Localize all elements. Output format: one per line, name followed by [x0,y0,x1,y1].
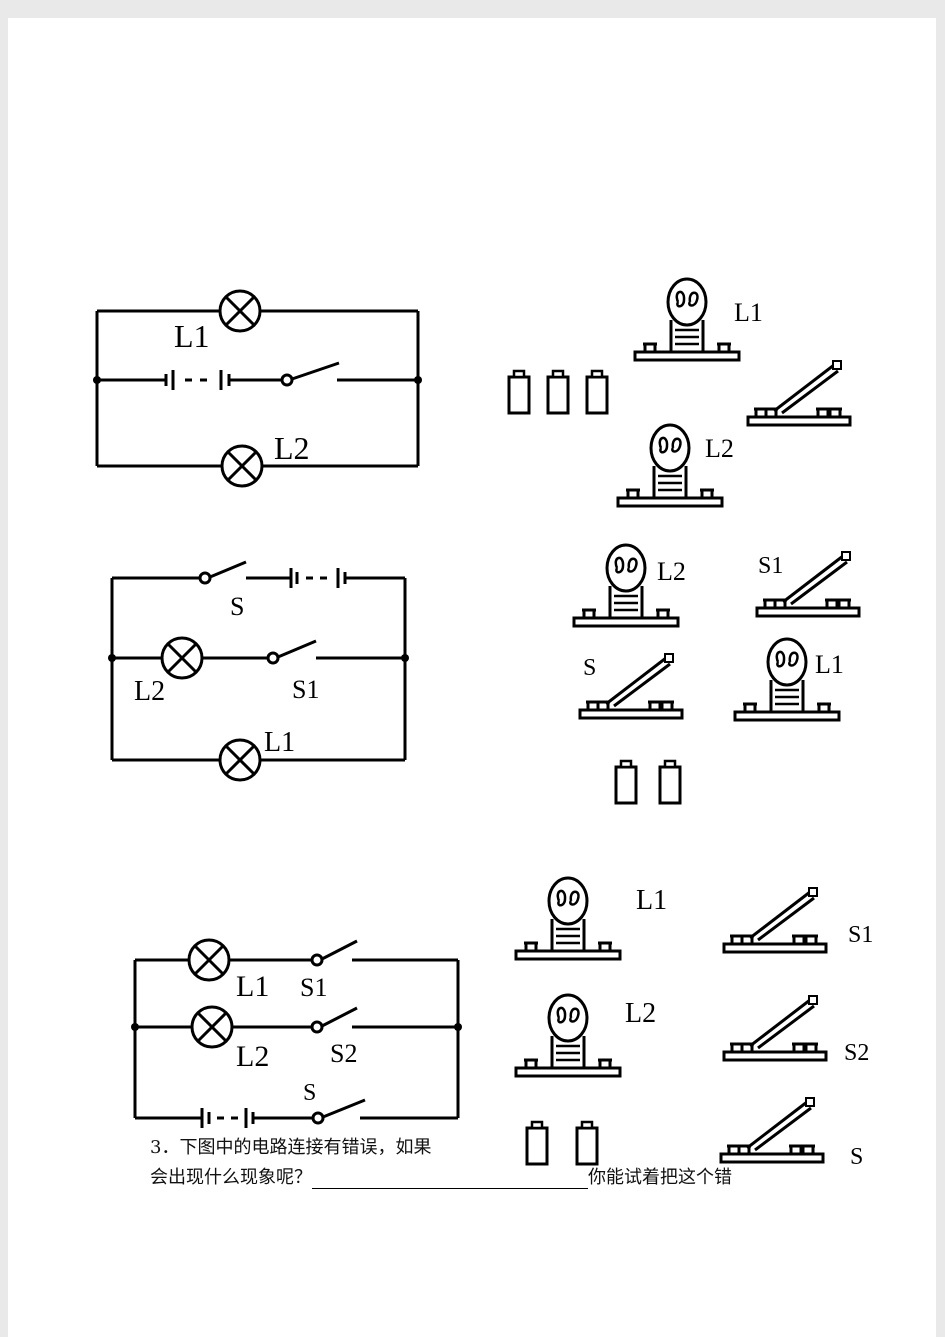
label-components2-S: S [583,655,596,681]
lamp-L1-symbol [187,938,231,982]
label-circuit2-L2: L2 [134,676,165,707]
battery-cell [585,369,609,415]
label-components1-L1: L1 [734,298,763,327]
lamp-device-L2 [514,993,622,1078]
label-circuit3-L2: L2 [236,1040,269,1073]
battery-cell [546,369,570,415]
switch-device [746,359,852,427]
answer-blank[interactable] [312,1170,588,1189]
question-line-2-end: 你能试着把这个错 [588,1167,732,1188]
label-circuit3-S2: S2 [330,1039,357,1068]
label-components3-S2: S2 [844,1040,869,1066]
battery-cell [525,1120,549,1166]
lamp-device-L1 [514,876,622,961]
label-components1-L2: L2 [705,434,734,463]
label-components3-L1: L1 [636,885,667,916]
switch-device-S [719,1096,825,1164]
label-circuit3-S: S [303,1080,316,1106]
question-line-2-start: 会出现什么现象呢？ [150,1167,312,1188]
label-components2-S1: S1 [758,553,783,579]
label-circuit2-L1: L1 [264,727,295,758]
switch-device-S2 [722,994,828,1062]
label-components2-L1: L1 [815,650,844,679]
switch-device-S1 [722,886,828,954]
lamp-L2-symbol [160,636,204,680]
lamp-L1-symbol [218,738,262,782]
battery-cell [658,759,682,805]
lamp-device-L1 [633,277,741,362]
lamp-L2-symbol [220,444,264,488]
question-line-1: 3．下图中的电路连接有错误，如果 [150,1137,432,1158]
label-circuit3-L1: L1 [236,970,269,1003]
label-circuit2-S1: S1 [292,675,319,704]
label-circuit1-L2: L2 [274,430,310,466]
circuit-diagram-3 [133,939,460,1128]
battery-cell [575,1120,599,1166]
label-components3-S: S [850,1144,863,1170]
label-circuit1-L1: L1 [174,318,210,354]
circuit-diagram-1 [95,309,420,468]
label-circuit3-S1: S1 [300,973,327,1002]
label-circuit2-S: S [230,592,244,621]
question-line-2: 会出现什么现象呢？ 你能试着把这个错 [150,1163,732,1189]
lamp-L2-symbol [190,1005,234,1049]
label-components3-L2: L2 [625,998,656,1029]
battery-cell [507,369,531,415]
label-components3-S1: S1 [848,922,873,948]
label-components2-L2: L2 [657,557,686,586]
lamp-L1-symbol [218,289,262,333]
circuit-diagram-2 [110,560,407,762]
battery-cell [614,759,638,805]
